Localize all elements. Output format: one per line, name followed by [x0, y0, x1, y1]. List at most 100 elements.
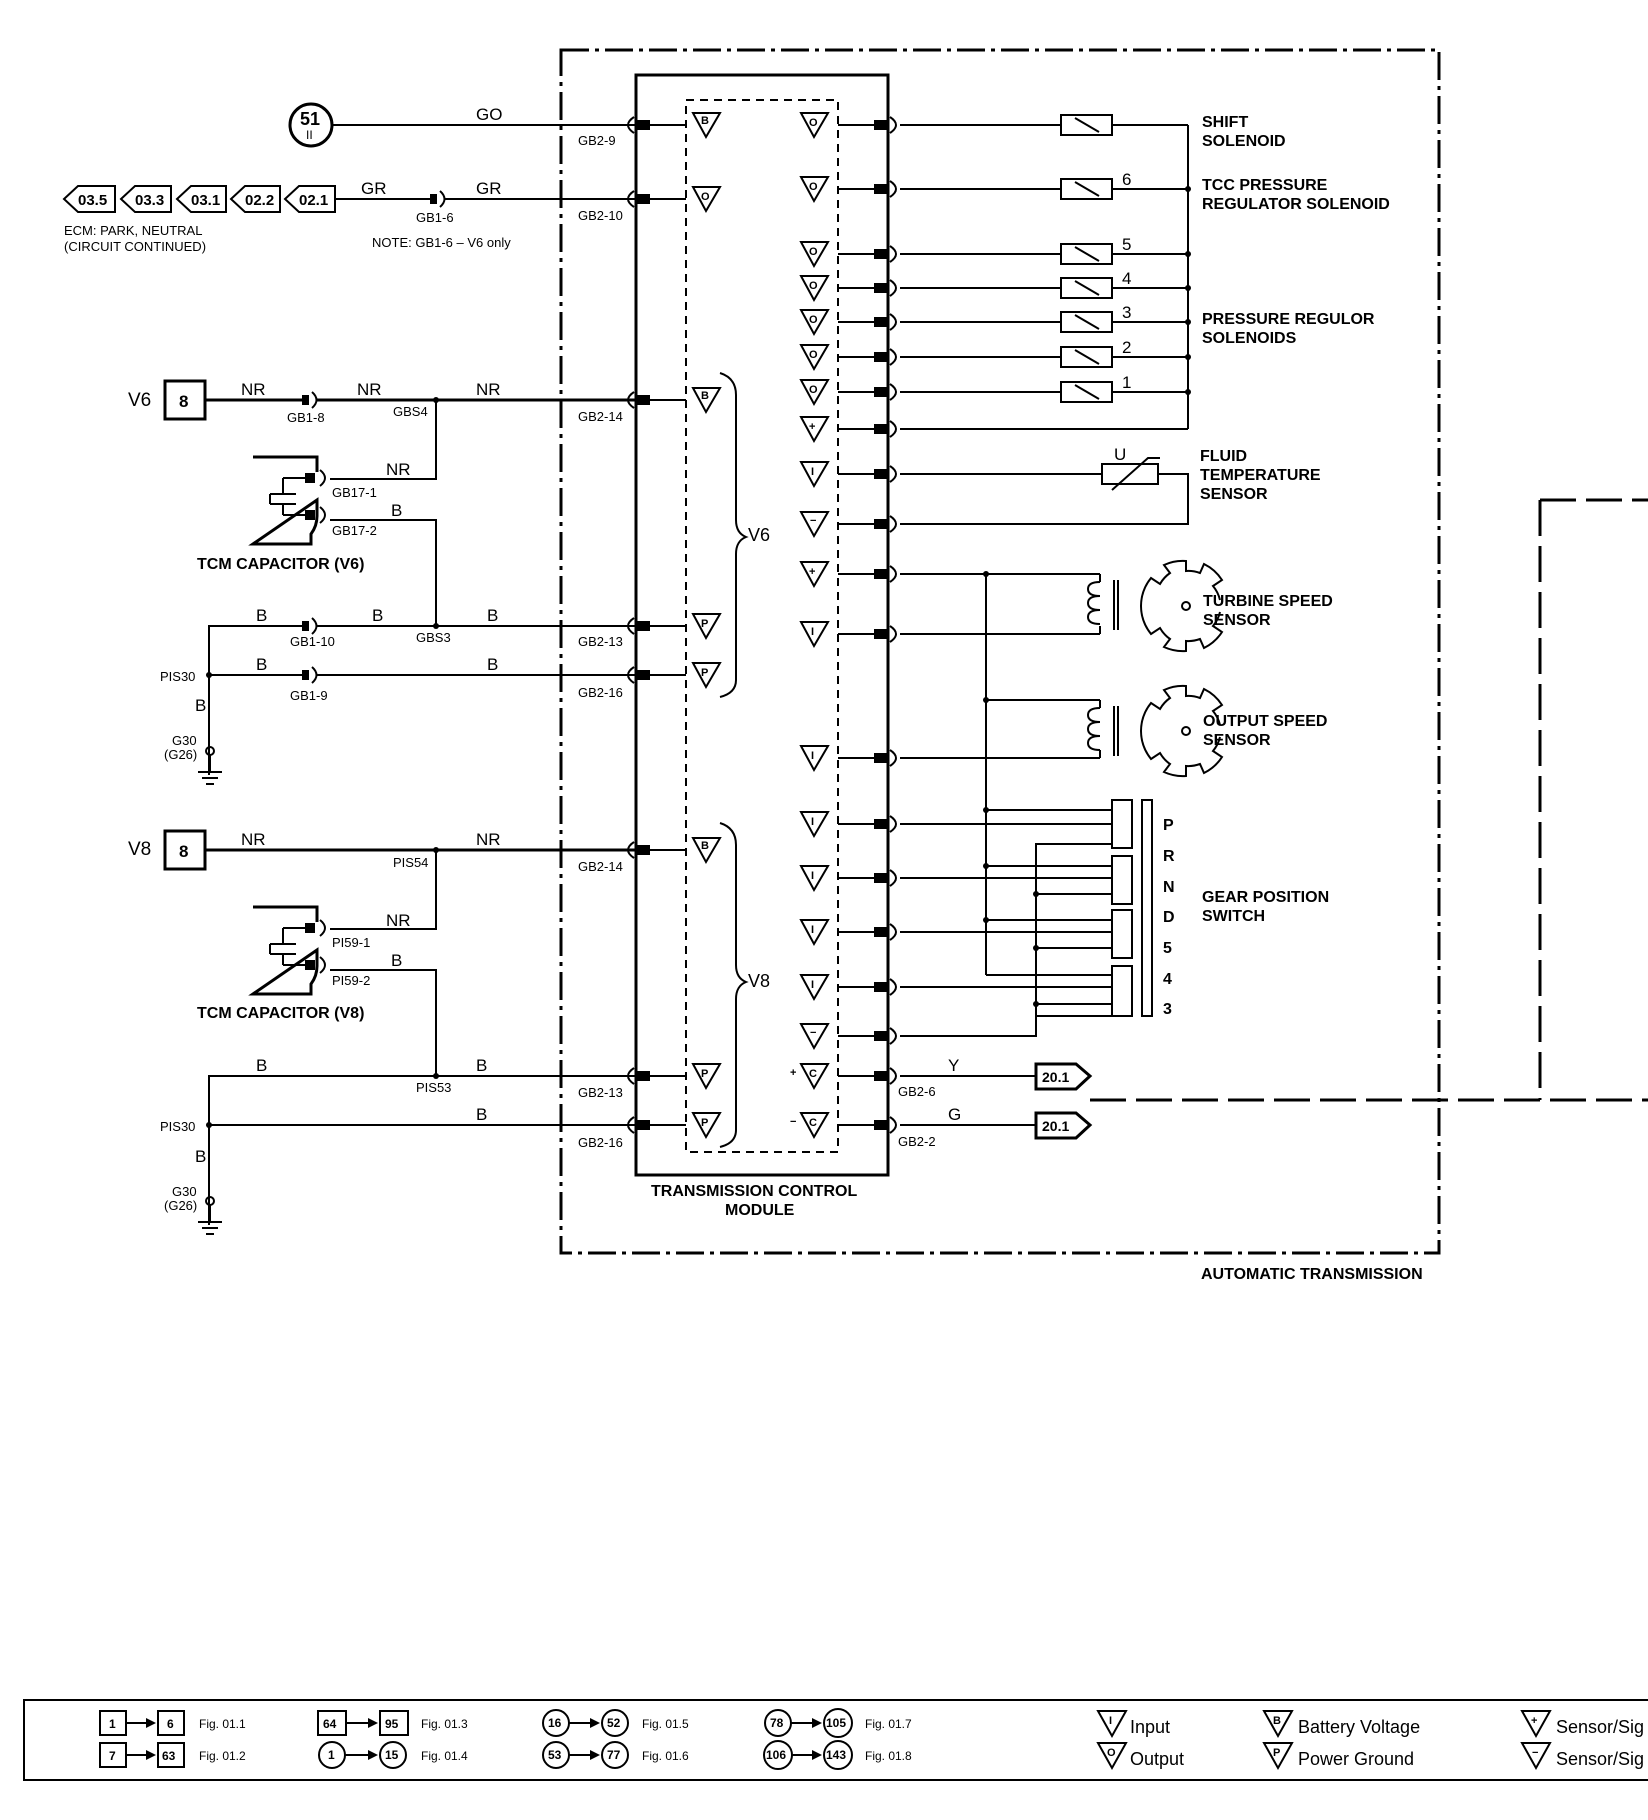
right-pin-fluid-temp-return — [874, 519, 888, 529]
right-pin-arc-pr4 — [889, 279, 897, 297]
output-reluctor-hub — [1181, 726, 1191, 736]
triangle-output-shift-glyph: O — [809, 117, 818, 129]
legend-c143: 143 — [826, 1748, 846, 1762]
solenoid-pr1 — [1060, 381, 1113, 403]
wire-y-label: Y — [948, 1056, 959, 1075]
capacitor-v8-housing — [248, 905, 319, 996]
splice-gbs3 — [433, 623, 439, 629]
right-pin-pr5 — [874, 249, 888, 259]
triangle-input-gear-3-glyph: I — [811, 924, 814, 936]
right-pin-gear-2 — [874, 873, 888, 883]
triangle-input-turbine-glyph: I — [811, 626, 814, 638]
wire-b-v6-label-3: B — [487, 606, 498, 625]
triangle-output-gb2-10 — [691, 186, 722, 214]
conn-gb2-16-v8: GB2-16 — [578, 1135, 623, 1150]
tcm-left-internal-lines — [650, 124, 686, 1126]
legend-c106: 106 — [766, 1748, 786, 1762]
legend-n64: 64 — [323, 1717, 337, 1731]
gear-letter-r: R — [1163, 848, 1175, 865]
triangle-sensor-minus-fluid-temp — [799, 511, 830, 539]
wire-b-v6-label-2: B — [372, 606, 383, 625]
ecm-ref-3: 03.1 — [191, 192, 220, 209]
capacitor-v8-arc-2 — [319, 956, 326, 974]
wire-g-label: G — [948, 1105, 961, 1124]
capacitor-v6-housing — [248, 455, 319, 546]
output-reluctor-wheel — [1140, 684, 1224, 778]
triangle-ground-gb2-16-v8-glyph: P — [701, 1117, 708, 1129]
solenoid-number-3: 3 — [1122, 303, 1131, 322]
ecm-tag-2 — [119, 185, 172, 213]
triangle-can-plus-glyph: C — [809, 1068, 817, 1080]
solenoid-number-4: 4 — [1122, 269, 1131, 288]
legend-c15: 15 — [385, 1748, 399, 1762]
legend-sensor-sig-1: Sensor/Sig — [1556, 1717, 1644, 1737]
left-pin-arc-gb2-13-v8 — [627, 1067, 635, 1085]
gear-supply-node-3 — [983, 917, 989, 923]
ecm-tag-4 — [229, 185, 281, 213]
wire-b-v6-label-4: B — [256, 655, 267, 674]
legend-arrowhead-4 — [368, 1750, 378, 1760]
solenoid-shift-core — [1074, 117, 1100, 133]
capacitor-v6-pin-1 — [305, 473, 315, 483]
triangle-input-turbine — [799, 621, 830, 649]
ecm-ref-4: 02.2 — [245, 192, 274, 209]
conn-gb2-14-v6: GB2-14 — [578, 409, 623, 424]
conn-gb2-2: GB2-2 — [898, 1134, 936, 1149]
wire-b-v8-label-4: B — [195, 1147, 206, 1166]
inline-connector-gb1-10 — [302, 621, 309, 631]
ground-symbol-v8 — [198, 1196, 222, 1235]
conn-gb2-6: GB2-6 — [898, 1084, 936, 1099]
legend-n1: 1 — [109, 1717, 116, 1731]
legend-c16: 16 — [548, 1716, 562, 1730]
speed-and-gear-wiring — [900, 571, 1101, 975]
out-tag-2 — [1034, 1111, 1093, 1140]
brace-v8 — [719, 822, 749, 1148]
gear-return-node-1 — [1033, 891, 1039, 897]
node-output-speed-supply — [983, 697, 989, 703]
fuse-8-v8-label: 8 — [179, 842, 188, 861]
legend-box-ref-2 — [157, 1710, 185, 1736]
can-plus-sign: + — [790, 1067, 796, 1079]
right-pin-fluid-temp-signal — [874, 469, 888, 479]
triangle-output-gb2-10-glyph: O — [701, 191, 710, 203]
legend-power-ground: Power Ground — [1298, 1749, 1414, 1769]
legend-circle-ref-4 — [601, 1709, 629, 1737]
splice-pis30-v6 — [206, 672, 212, 678]
triangle-input-gear-2 — [799, 865, 830, 893]
bus-node-pr3 — [1185, 319, 1191, 325]
gear-contact-4 — [1111, 965, 1133, 1017]
wire-b-v8-1 — [208, 1075, 636, 1225]
wire-b-v6-ground-1 — [208, 625, 302, 775]
right-pin-gear-1 — [874, 819, 888, 829]
triangle-input-output-speed — [799, 745, 830, 773]
thermistor-slash — [1111, 457, 1160, 491]
tcm-label-2: MODULE — [725, 1202, 795, 1219]
inline-connector-gb1-10-arc — [311, 617, 318, 635]
right-pin-arc-pr5 — [889, 245, 897, 263]
continuation-boundary — [1090, 498, 1648, 1102]
turbine-reluctor-wheel — [1140, 559, 1224, 653]
right-pin-arc-gb2-6 — [889, 1067, 897, 1085]
triangle-input-gear-2-glyph: I — [811, 870, 814, 882]
legend-fig-01-1: Fig. 01.1 — [199, 1717, 246, 1731]
conn-gbs3: GBS3 — [416, 630, 451, 645]
legend: 1 6 Fig. 01.1 7 63 Fig. 01.2 64 95 Fig. … — [99, 1708, 1644, 1771]
right-internal-lines — [838, 124, 874, 1126]
triangle-input-gear-3 — [799, 919, 830, 947]
legend-battery-voltage: Battery Voltage — [1298, 1717, 1420, 1737]
right-pin-gb2-6 — [874, 1071, 888, 1081]
thermistor-u-label: U — [1114, 445, 1126, 464]
conn-gb1-10: GB1-10 — [290, 634, 335, 649]
right-pins — [874, 120, 888, 1130]
ref-51-sub: II — [306, 128, 313, 142]
right-pin-gear-return — [874, 1031, 888, 1041]
solenoid-wiring — [900, 124, 1191, 430]
legend-box-ref-4 — [157, 1742, 185, 1768]
solenoid-tcc — [1060, 178, 1113, 200]
legend-input-icon-glyph: I — [1109, 1715, 1112, 1727]
wire-nr-cap-v8-label: NR — [386, 911, 411, 930]
right-pin-gear-4 — [874, 982, 888, 992]
v8-label: V8 — [128, 839, 151, 860]
legend-c52: 52 — [607, 1716, 621, 1730]
ecm-ref-2: 03.3 — [135, 192, 164, 209]
